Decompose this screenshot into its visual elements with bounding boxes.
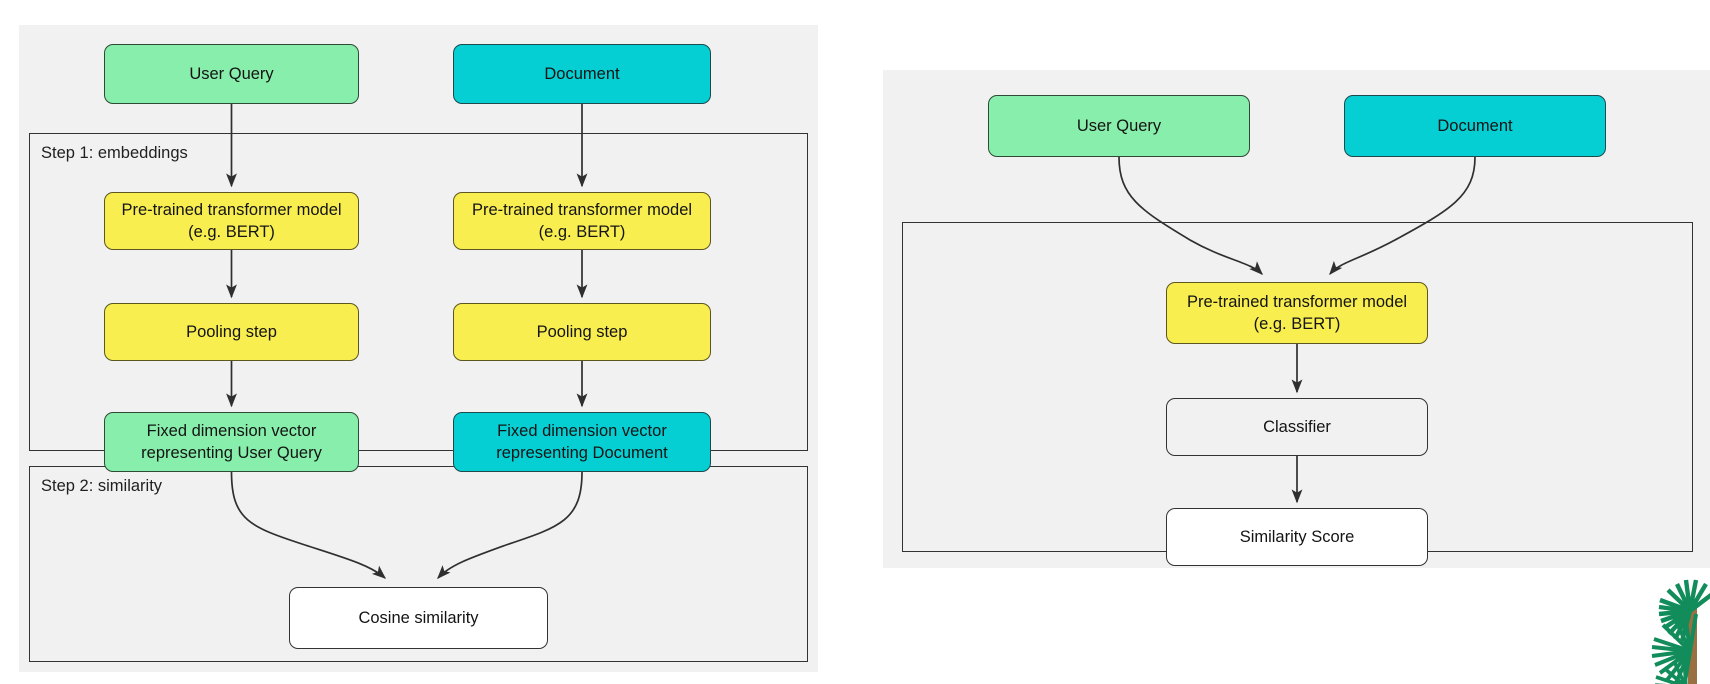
palm-tree-logo-icon — [1510, 569, 1710, 684]
node-right-user-query[interactable]: User Query — [988, 95, 1250, 157]
subgraph-step1-label: Step 1: embeddings — [41, 144, 188, 162]
subgraph-step1-embeddings — [29, 133, 808, 451]
node-left-bert-query[interactable]: Pre-trained transformer model (e.g. BERT… — [104, 192, 359, 250]
node-right-bert[interactable]: Pre-trained transformer model (e.g. BERT… — [1166, 282, 1428, 344]
node-right-document[interactable]: Document — [1344, 95, 1606, 157]
subgraph-cross-encoder — [902, 222, 1693, 552]
node-left-document[interactable]: Document — [453, 44, 711, 104]
node-left-vector-query[interactable]: Fixed dimension vector representing User… — [104, 412, 359, 472]
node-left-pooling-query[interactable]: Pooling step — [104, 303, 359, 361]
node-left-cosine-similarity[interactable]: Cosine similarity — [289, 587, 548, 649]
node-left-pooling-document[interactable]: Pooling step — [453, 303, 711, 361]
subgraph-step2-label: Step 2: similarity — [41, 477, 163, 495]
node-right-similarity-score[interactable]: Similarity Score — [1166, 508, 1428, 566]
node-left-bert-document[interactable]: Pre-trained transformer model (e.g. BERT… — [453, 192, 711, 250]
node-left-vector-document[interactable]: Fixed dimension vector representing Docu… — [453, 412, 711, 472]
node-left-user-query[interactable]: User Query — [104, 44, 359, 104]
node-right-classifier[interactable]: Classifier — [1166, 398, 1428, 456]
